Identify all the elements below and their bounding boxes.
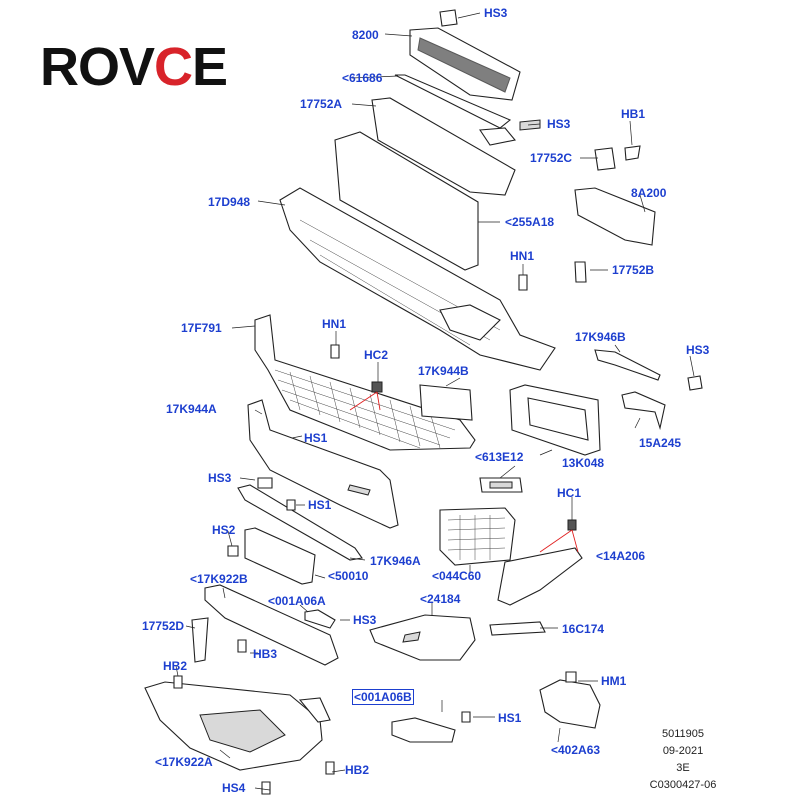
callout-17752b: 17752B — [612, 263, 655, 277]
part-17k946a-strip — [237, 477, 363, 561]
part-8a200-bracket — [574, 187, 656, 246]
part-15a245-bracket — [621, 375, 703, 431]
callout-001a06a: <001A06A — [268, 594, 326, 608]
part-hs4-screw — [261, 781, 271, 795]
part-hb2-bolt-b — [325, 761, 335, 775]
logo-text-b: C — [154, 37, 193, 97]
part-hn1-fastener-a — [518, 274, 528, 291]
part-14a206-bracket — [497, 519, 583, 606]
callout-044c60: <044C60 — [432, 569, 482, 583]
callout-001a06b: <001A06B — [352, 689, 414, 705]
callout-hs1-c: HS1 — [498, 711, 522, 725]
callout-hs3-top: HS3 — [484, 6, 508, 20]
part-17752a-bracket — [371, 97, 541, 196]
footer-code-3: C0300427-06 — [649, 779, 717, 791]
part-001a06a-bracket — [304, 609, 336, 629]
part-17f791-lower-grille — [254, 314, 476, 451]
logo-text-a: ROV — [40, 37, 155, 97]
callout-hs4: HS4 — [222, 781, 246, 795]
callout-17k922b: <17K922B — [190, 572, 248, 586]
callout-17752d: 17752D — [142, 619, 185, 633]
logo-text-c: E — [192, 37, 228, 97]
part-hs1-screw-c — [461, 711, 471, 723]
part-17752c-clip — [594, 145, 641, 171]
callout-hs3-right: HS3 — [686, 343, 710, 357]
part-17k922a-undertray — [144, 681, 331, 771]
callout-17k922a: <17K922A — [155, 755, 213, 769]
callout-hb1: HB1 — [621, 107, 646, 121]
callout-8200: 8200 — [352, 28, 379, 42]
footer-code-2: 3E — [676, 762, 690, 774]
callout-hc2: HC2 — [364, 348, 389, 362]
callout-hc1: HC1 — [557, 486, 582, 500]
callout-50010: <50010 — [328, 569, 369, 583]
callout-17752c: 17752C — [530, 151, 573, 165]
callout-17f791: 17F791 — [181, 321, 222, 335]
callout-hn1-b: HN1 — [322, 317, 347, 331]
part-61686-seal — [394, 74, 512, 129]
footer-date: 09-2021 — [662, 745, 704, 757]
part-hb2-bolt-a — [173, 675, 183, 689]
part-hc2-clip — [349, 381, 383, 411]
part-17k944a-bumper — [247, 399, 399, 529]
callout-15a245: 15A245 — [639, 436, 682, 450]
callout-14a206: <14A206 — [596, 549, 646, 563]
callout-hb2-a: HB2 — [163, 659, 188, 673]
part-17k944b-cover — [419, 384, 473, 421]
part-50010-plate — [244, 527, 316, 585]
brand-logo: ROVCE — [40, 37, 228, 97]
part-16c174-sensor — [489, 621, 546, 636]
part-hm1-fastener — [565, 671, 577, 683]
callout-hs3-low: HS3 — [353, 613, 377, 627]
part-044c60-fog-grille — [439, 507, 516, 566]
part-402a63-duct — [539, 679, 601, 729]
part-613e12-lamp — [479, 477, 523, 493]
part-hn1-fastener-b — [330, 344, 340, 359]
callout-hs2: HS2 — [212, 523, 236, 537]
callout-hb2-b: HB2 — [345, 763, 370, 777]
callout-hs1-a: HS1 — [304, 431, 328, 445]
callout-hs3-left: HS3 — [208, 471, 232, 485]
callout-402a63: <402A63 — [551, 743, 601, 757]
part-001a06b-bracket — [391, 717, 456, 743]
part-13k048-bezel — [509, 384, 601, 456]
callout-hn1-a: HN1 — [510, 249, 535, 263]
callout-17k946a: 17K946A — [370, 554, 421, 568]
part-hs2-screw — [227, 545, 239, 557]
callout-8a200: 8A200 — [631, 186, 667, 200]
callout-hs3-mid: HS3 — [547, 117, 571, 131]
footer-code-1: 5011905 — [661, 728, 704, 740]
callout-24184: <24184 — [420, 592, 461, 606]
callout-hm1: HM1 — [601, 674, 627, 688]
part-24184-cover — [369, 614, 476, 661]
part-hb3-bolt — [237, 639, 247, 653]
callout-613e12: <613E12 — [475, 450, 524, 464]
callout-17752a: 17752A — [300, 97, 343, 111]
callout-leader-lines — [175, 12, 695, 791]
part-17k922b-lower-panel — [204, 584, 339, 666]
part-17k946b-trim — [594, 349, 661, 381]
callout-17d948: 17D948 — [208, 195, 251, 209]
callout-hs1-b: HS1 — [308, 498, 332, 512]
callout-17k946b: 17K946B — [575, 330, 626, 344]
callout-hb3: HB3 — [253, 647, 278, 661]
part-8200-upper-grille — [409, 9, 521, 101]
callout-17k944a: 17K944A — [166, 402, 217, 416]
callout-61686: <61686 — [342, 71, 383, 85]
callout-16c174: 16C174 — [562, 622, 605, 636]
callout-255a18: <255A18 — [505, 215, 555, 229]
callout-13k048: 13K048 — [562, 456, 605, 470]
part-17752b-clip — [574, 261, 587, 283]
callout-17k944b: 17K944B — [418, 364, 469, 378]
part-17752d-bracket — [191, 617, 209, 663]
part-17d948-panel — [279, 131, 556, 371]
